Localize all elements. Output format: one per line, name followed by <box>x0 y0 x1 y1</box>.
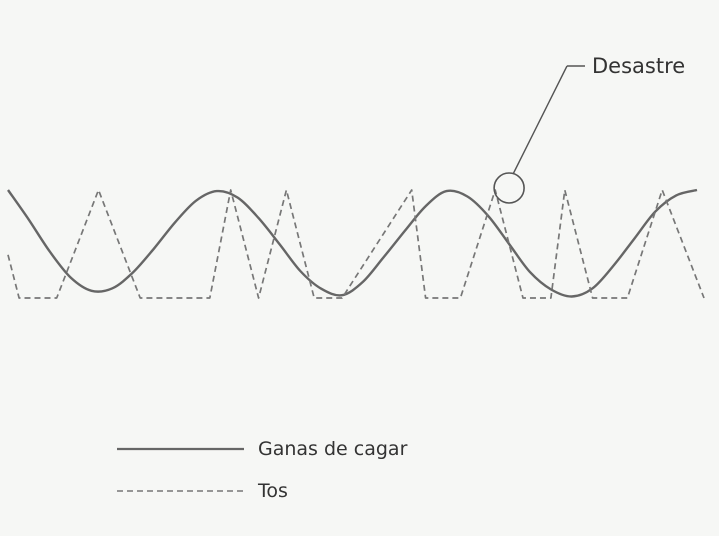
annotation-group: Desastre <box>493 54 685 204</box>
annotation-circle <box>493 172 525 204</box>
legend-label-tos: Tos <box>257 480 288 502</box>
legend-entry-tos: Tos <box>117 480 288 502</box>
legend-label-ganas-de-cagar: Ganas de cagar <box>258 438 408 460</box>
legend: Ganas de cagar Tos <box>117 438 408 502</box>
annotation-leader-line <box>512 65 568 175</box>
plot-area <box>7 188 705 299</box>
annotation-label: Desastre <box>592 54 685 78</box>
series-line-tos <box>7 189 705 299</box>
legend-entry-ganas-de-cagar: Ganas de cagar <box>117 438 408 460</box>
series-line-ganas-de-cagar <box>7 188 698 298</box>
